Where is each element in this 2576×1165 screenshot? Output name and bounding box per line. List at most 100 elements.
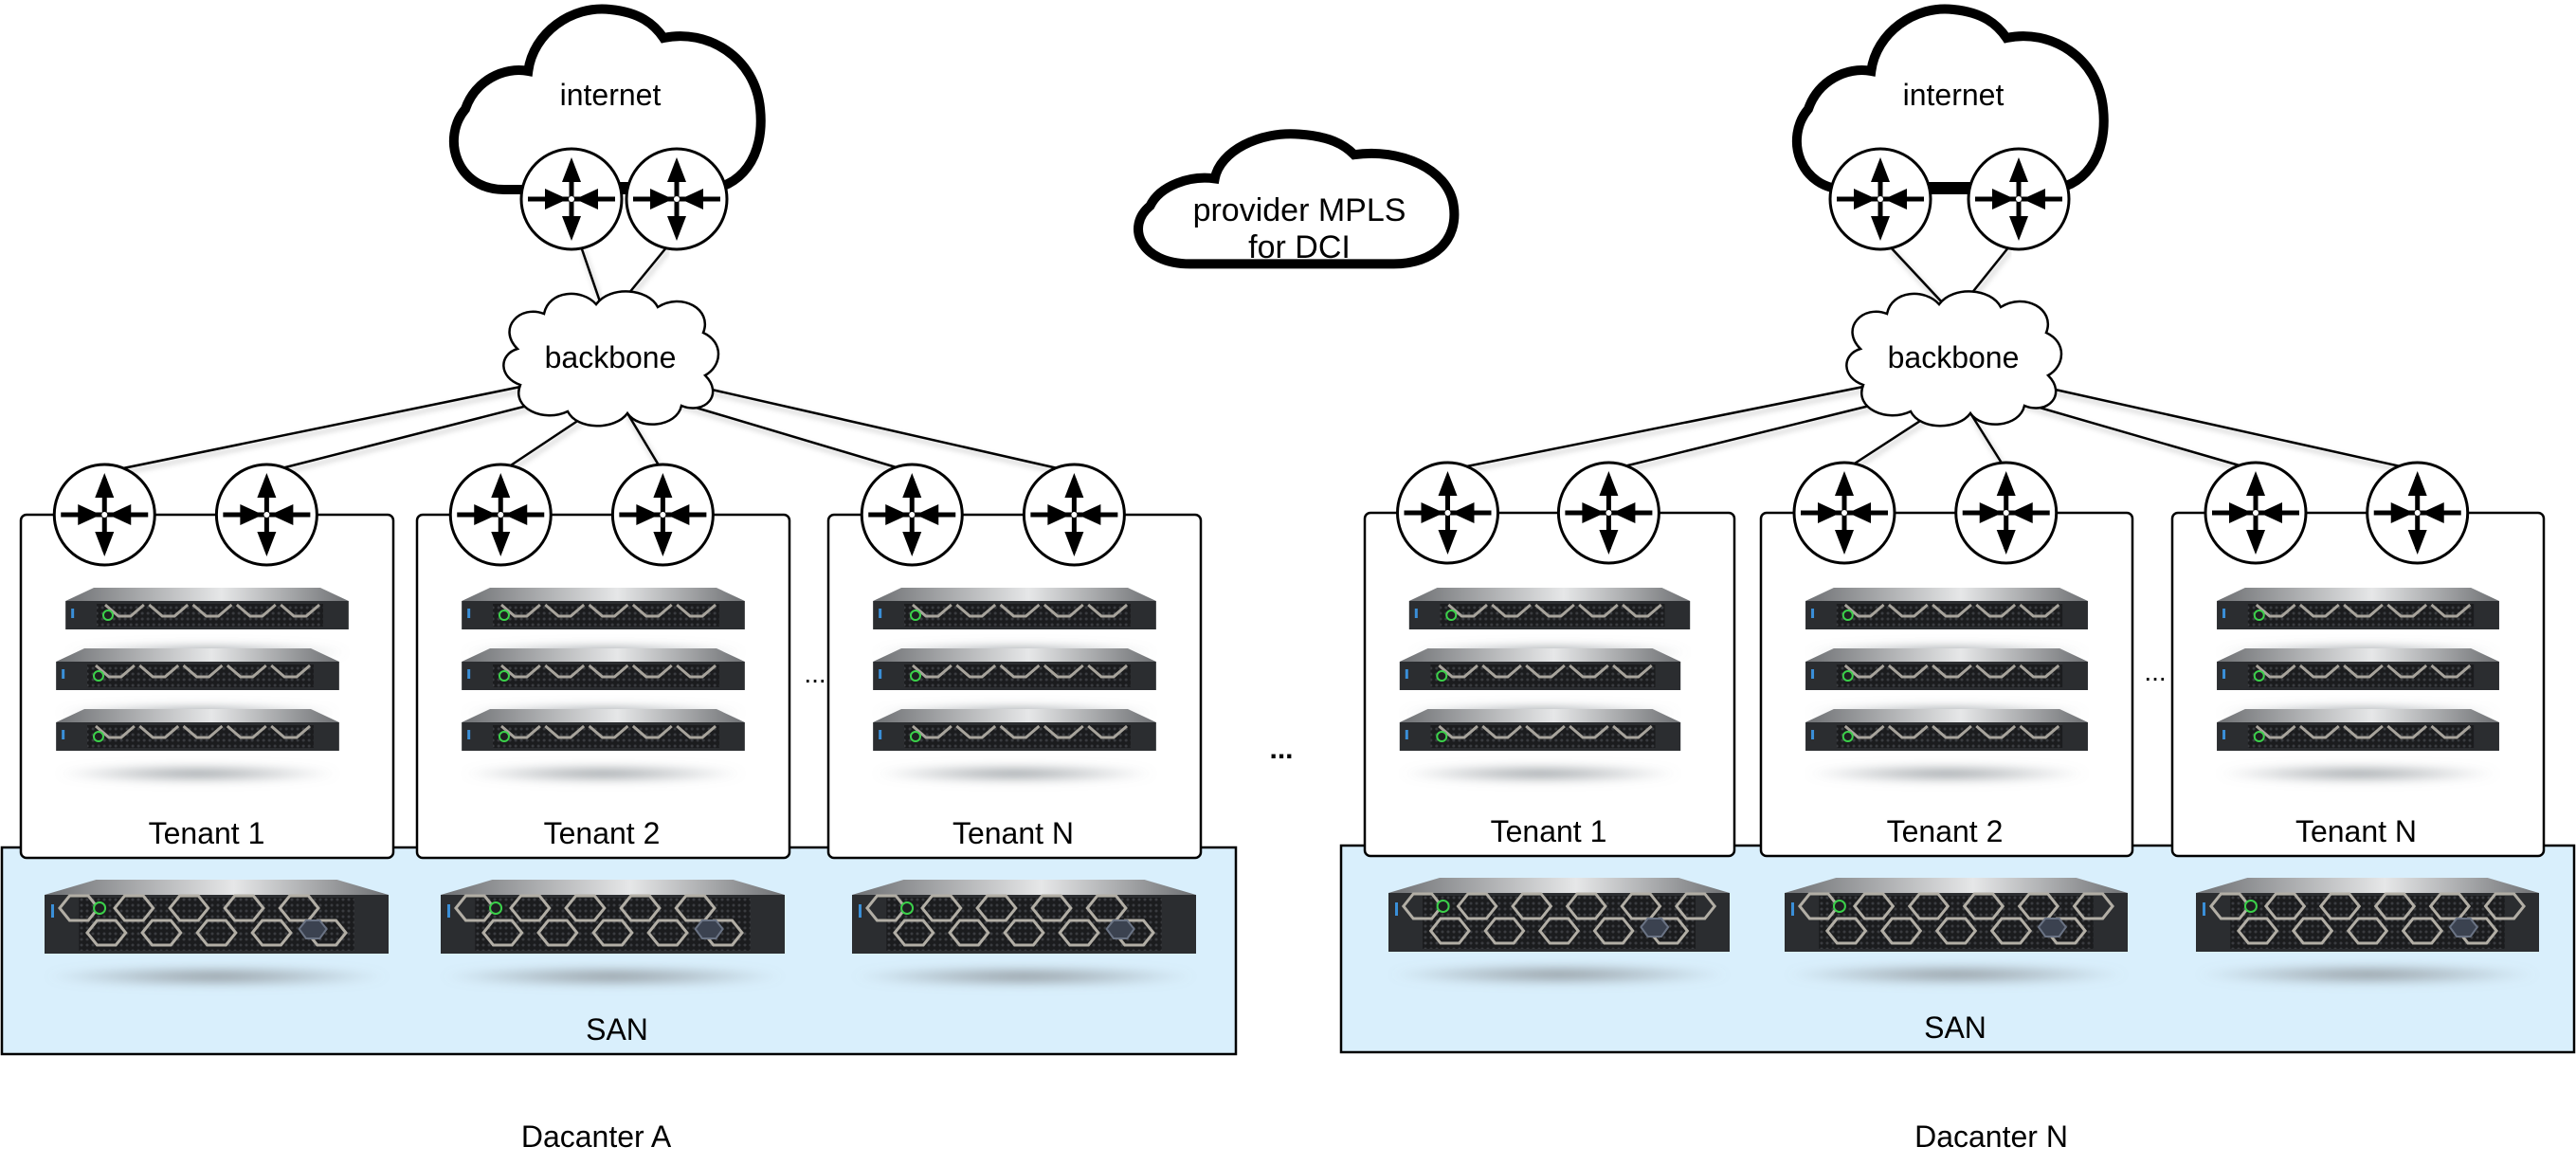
bezel-line [270,724,312,739]
bezel-line [588,724,629,739]
power-led-icon [101,610,114,621]
bezel-line [1887,724,1929,739]
hex-bezel [1058,919,1100,947]
bezel-line [999,724,1041,739]
datacenter-a-edge-router-2 [626,149,727,249]
bezel-line [1612,724,1653,739]
hex-bezel [1620,892,1662,920]
router-icon [862,464,962,565]
bezel-line [1525,724,1566,739]
cloud-icon [1845,290,2063,428]
bezel-line [588,603,629,618]
hex-bezel [1565,892,1607,920]
bezel-line [631,664,673,679]
router-icon [54,464,154,565]
datacenter-a-backbone-link [666,397,913,474]
power-led-icon [93,901,107,915]
datacenter-n-edge-router-1 [1830,149,1931,249]
hex-bezel [2346,917,2389,945]
bezel-line [2019,664,2060,679]
hex-bezel [481,919,524,947]
datacenter-n-storage-array-1 [1388,878,1730,985]
server-top [1805,648,2088,662]
hex-bezel [85,919,128,947]
bezel-line [1887,603,1929,618]
storage-top [2196,878,2539,893]
datacenter-a-tenant-2-server-2 [462,648,745,721]
bezel-line [1975,664,2017,679]
datacenter-a-storage-array-3 [852,880,1196,987]
datacenter-n-tenant-router-5 [2205,463,2306,563]
bezel-line [1043,664,1084,679]
bezel-line [911,664,952,679]
hex-bezel [536,919,579,947]
bezel-line [1887,664,1929,679]
bezel-line [2298,664,2340,679]
storage-top [1785,878,2128,893]
datacenter-n-edge-link [1889,246,1945,305]
router-icon [626,149,727,249]
datacenter-n-backbone-link [1447,383,1874,472]
cloud-icon [502,290,720,428]
hex-bezel [948,919,990,947]
hex-bezel [2318,892,2362,920]
storage-shadow [1785,964,2128,985]
bezel-line [2386,664,2428,679]
datacenter-a-tenant-router-5 [862,464,962,565]
datacenter-n-tenant-2-server-3 [1805,709,2088,782]
hex-bezel [1592,917,1635,945]
datacenter-a-tenant-router-3 [450,464,551,565]
bezel-line [1481,664,1522,679]
bezel-line [1843,664,1885,679]
status-led [879,609,882,618]
hex-bezel [1962,892,2005,920]
bezel-line [1569,724,1609,739]
datacenter-a-tenant-router-4 [612,464,713,565]
server-top [65,588,349,601]
storage-shadow [852,966,1196,987]
bezel-line [1481,724,1522,739]
power-led-icon [1841,610,1854,621]
bezel-line [182,724,224,739]
bezel-line [1043,603,1084,618]
lock-icon [694,919,724,939]
bezel-line [676,664,717,679]
router-icon [1956,463,2057,563]
bezel-line [226,664,267,679]
status-led [2222,669,2226,679]
bezel-line [1087,603,1129,618]
datacenter-a-san-label: SAN [586,1012,648,1047]
bezel-line [2430,724,2472,739]
power-led-icon [1832,900,1846,913]
server-shadow [873,765,1156,782]
datacenter-n-tenant-1-label: Tenant 1 [1491,814,1607,848]
bezel-line [1932,724,1972,739]
datacenter-a-tenant-3-server-1 [873,588,1156,661]
bezel-line [280,603,321,618]
cloud-icon [1797,9,2104,190]
bezel-line [955,664,997,679]
bezel-line [1043,724,1084,739]
hex-bezel [1824,917,1868,945]
router-icon [2205,463,2306,563]
datacenter-n-tenant-router-1 [1398,463,1498,563]
bezel-line [499,724,541,739]
datacenter-a-edge-router-1 [521,149,622,249]
server-top [56,648,339,662]
power-led-icon [498,731,510,742]
hex-bezel [113,894,155,922]
hex-bezel [1428,917,1471,945]
bezel-line [1087,724,1129,739]
bezel-line [544,724,586,739]
bezel-line [999,603,1041,618]
hex-bezel [278,894,320,922]
datacenter-a-backbone-link [623,408,664,473]
router-icon [1830,149,1931,249]
bezel-line [911,724,952,739]
datacenter-n-storage-array-3 [2196,878,2539,985]
bezel-line [1491,603,1532,618]
datacenter-a-backbone-link [690,383,1075,474]
bezel-line [544,603,586,618]
server-top [462,588,745,601]
power-led-icon [92,670,104,682]
